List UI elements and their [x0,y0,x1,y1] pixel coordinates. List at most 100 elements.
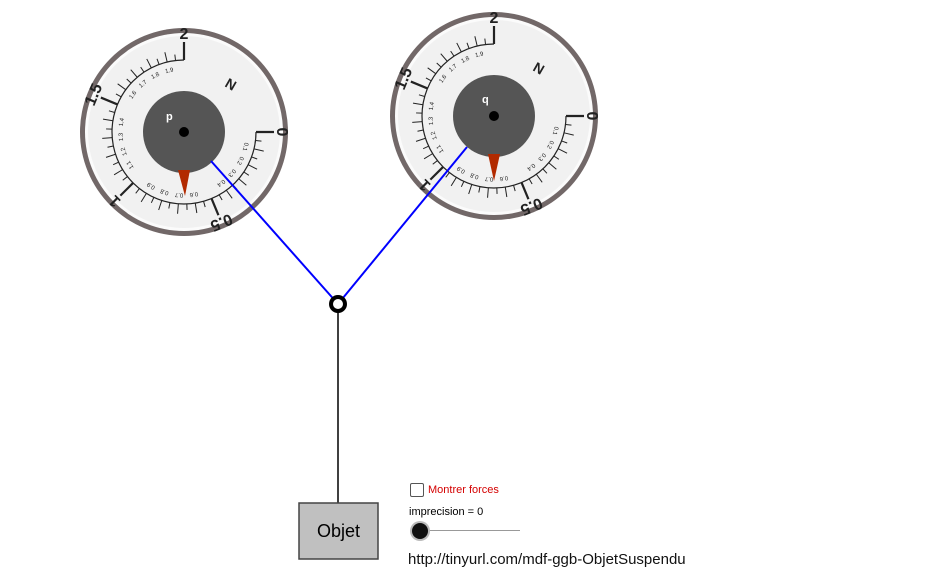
junction-ring[interactable] [329,295,347,313]
imprecision-slider-track[interactable] [420,530,520,531]
left-scale-minor-label: 0.8 [159,187,169,195]
object-box[interactable] [298,502,379,560]
right-scale-tick [557,148,568,154]
left-scale-tick [117,83,127,91]
left-scale-tick [113,169,123,176]
right-pivot-point[interactable] [489,111,499,121]
left-scale-minor-label: 1.4 [119,117,126,127]
right-scale-arc [421,43,567,189]
left-scale-minor-label: 0.1 [241,142,249,152]
left-scale-tick [102,137,113,139]
right-scale-tick [422,145,429,150]
left-scale-tick [247,164,258,170]
right-scale-tick [415,137,426,142]
left-scale-tick [168,202,171,209]
left-scale-major-label: 2 [180,26,189,43]
right-scale-tick [478,186,481,193]
left-scale-minor-label: 0.4 [215,178,226,188]
left-scale-tick [210,198,220,216]
left-scale-minor-label: 0.7 [174,191,183,198]
show-forces-label: Montrer forces [428,484,499,496]
right-scale-tick [563,132,574,136]
right-scale-minor-label: 0.7 [484,175,493,182]
right-scale-tick [535,173,543,183]
right-scale-minor-label: 1.2 [430,130,438,140]
right-scale-major-label: 0 [583,112,600,121]
right-string [337,146,468,305]
right-scale-tick [445,172,450,178]
left-needle-label: p [166,111,173,123]
left-scale-minor-label: 1.9 [165,67,175,75]
right-scale-minor-label: 0.2 [545,139,554,150]
imprecision-label: imprecision = 0 [409,506,484,518]
right-scale-tick [565,123,572,126]
left-scale-tick [102,118,113,122]
right-scale-minor-label: 0.9 [456,164,467,174]
left-scale-tick [107,145,114,148]
left-scale-tick [253,148,264,152]
right-scale-tick [553,155,560,160]
right-needle-pointer [488,154,500,181]
left-scale-minor-label: 0.2 [235,155,244,166]
left-scale-minor-label: 1.7 [138,79,149,89]
right-scale-tick [412,102,423,106]
right-scale-tick [417,129,424,132]
right-scale-tick [484,38,487,45]
right-scale-tick [460,181,465,188]
right-scale-tick [432,160,438,165]
right-scale-minor-label: 0.6 [499,174,509,181]
right-scale-minor-label: 0.8 [469,171,479,179]
right-scale-major-label: 2 [490,10,499,27]
left-scale-minor-label: 1.6 [129,90,139,101]
left-scale-tick [194,203,198,214]
left-needle-pointer [178,170,190,196]
left-scale-tick [105,153,116,158]
left-scale-tick [156,58,160,65]
right-scale-minor-label: 1.6 [439,74,449,85]
left-scale-tick [140,193,147,203]
right-scale-tick [429,166,444,181]
right-scale-minor-label: 1.9 [475,51,485,59]
left-scale-tick [140,66,145,73]
left-scale-tick [146,58,152,69]
left-scale-minor-label: 0.9 [146,180,157,190]
right-scale-tick [561,140,568,144]
left-scale-tick [238,178,247,186]
right-scale-tick [520,182,530,200]
left-scale-minor-label: 0.6 [189,190,199,197]
right-scale-minor-label: 0.3 [536,151,546,162]
left-scale-tick [177,203,179,214]
right-scale-minor-label: 1.8 [461,56,472,65]
imprecision-slider-handle[interactable] [412,523,428,539]
left-scale-tick [255,139,262,142]
left-scale-minor-label: 0.3 [226,167,236,178]
right-scale-tick [423,153,433,160]
left-scale-tick [115,93,122,98]
left-scale-tick [119,182,134,197]
right-scale-tick [542,168,548,174]
show-forces-checkbox[interactable]: Montrer forces [410,483,499,497]
left-scale-tick [135,188,140,194]
left-scale-minor-label: 1.3 [118,132,125,141]
left-scale-tick [108,110,115,113]
left-scale-minor-label: 1.1 [126,159,136,170]
left-dynamometer[interactable]: 00.511.520.10.20.30.40.60.70.80.91.11.21… [80,26,290,236]
left-scale-tick [122,176,128,181]
left-scale-tick [218,194,223,201]
right-scale-minor-label: 1.4 [429,101,436,111]
checkbox-icon[interactable] [410,483,424,497]
left-scale-arc [111,59,257,205]
right-dynamometer[interactable]: 00.511.520.10.20.30.40.60.70.80.91.11.21… [390,10,600,220]
left-pivot-point[interactable] [179,127,189,137]
left-scale-major-label: 0 [273,128,290,137]
left-scale-tick [251,156,258,160]
right-scale-tick [456,42,462,53]
right-scale-tick [474,36,478,47]
right-scale-minor-label: 0.1 [551,126,559,136]
right-scale-tick [487,187,489,198]
source-url: http://tinyurl.com/mdf-ggb-ObjetSuspendu [408,551,686,568]
left-scale-tick [243,171,250,176]
left-string [210,160,339,305]
right-scale-tick [528,178,533,185]
